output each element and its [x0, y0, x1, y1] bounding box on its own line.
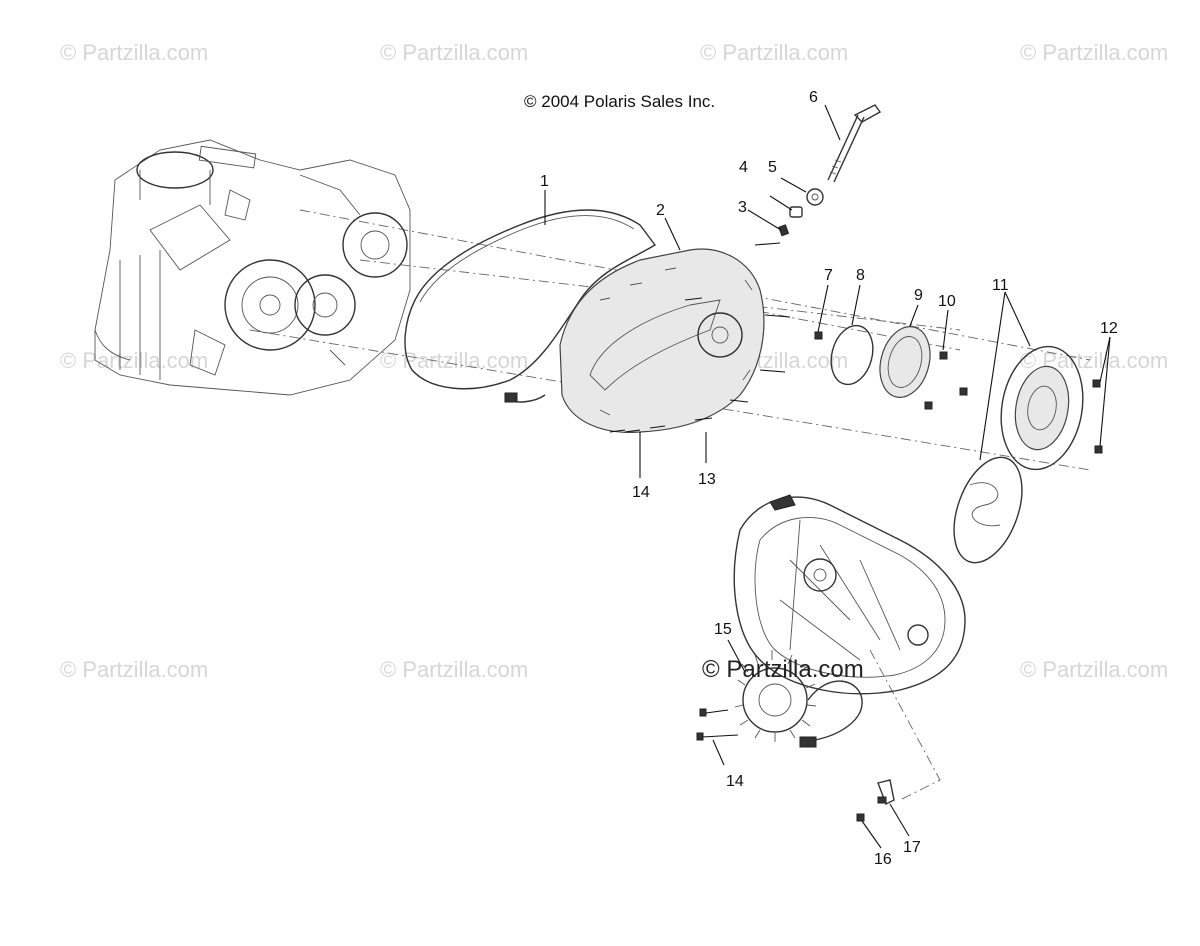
callout-12: 12	[1100, 320, 1118, 337]
watermark: © Partzilla.com	[60, 657, 209, 682]
part-1-gasket	[404, 209, 657, 390]
watermark: © Partzilla.com	[380, 40, 529, 65]
part-15-stator	[734, 650, 863, 748]
engine-assembly	[94, 139, 411, 396]
callout-17: 17	[903, 839, 921, 856]
part-10-screws	[924, 351, 968, 410]
callout-6: 6	[809, 89, 818, 106]
callout-14-lower: 14	[726, 773, 744, 790]
callout-9: 9	[914, 287, 923, 304]
watermark-center: © Partzilla.com	[702, 656, 864, 683]
leader-lines	[544, 104, 1111, 849]
callout-5: 5	[768, 159, 777, 176]
callout-7: 7	[824, 267, 833, 284]
part-6-shaft	[827, 104, 882, 183]
watermark: © Partzilla.com	[700, 40, 849, 65]
part-3-5-fitting	[778, 188, 824, 237]
callout-16: 16	[874, 851, 892, 868]
copyright-notice: © 2004 Polaris Sales Inc.	[524, 92, 716, 111]
part-17-bracket	[877, 779, 895, 805]
part-11-plate	[953, 345, 1084, 564]
watermark: © Partzilla.com	[1020, 40, 1169, 65]
part-2-inner-cover	[504, 248, 765, 433]
callout-8: 8	[856, 267, 865, 284]
part-16-screw	[856, 813, 865, 822]
stator-screws	[696, 708, 739, 741]
callout-15: 15	[714, 621, 732, 638]
callout-numbers: 1 2 3 4 5 6 7 8 9 10 11 12 13 14 14 15 1…	[540, 89, 1118, 868]
callout-13: 13	[698, 471, 716, 488]
watermark: © Partzilla.com	[60, 348, 209, 373]
callout-14-upper: 14	[632, 484, 650, 501]
part-7-screw	[814, 331, 823, 340]
cover-screws	[609, 242, 791, 433]
callout-10: 10	[938, 293, 956, 310]
watermark: © Partzilla.com	[380, 348, 529, 373]
part-8-o-ring	[830, 324, 874, 386]
watermark: © Partzilla.com	[380, 657, 529, 682]
callout-2: 2	[656, 202, 665, 219]
callout-3: 3	[738, 199, 747, 216]
callout-11: 11	[992, 277, 1009, 294]
watermark: © Partzilla.com	[60, 40, 209, 65]
outer-cover	[733, 494, 966, 695]
callout-4: 4	[739, 159, 748, 176]
watermark: © Partzilla.com	[1020, 657, 1169, 682]
callout-1: 1	[540, 173, 549, 190]
part-9-cap	[879, 326, 931, 398]
part-12-screws	[1092, 379, 1103, 454]
